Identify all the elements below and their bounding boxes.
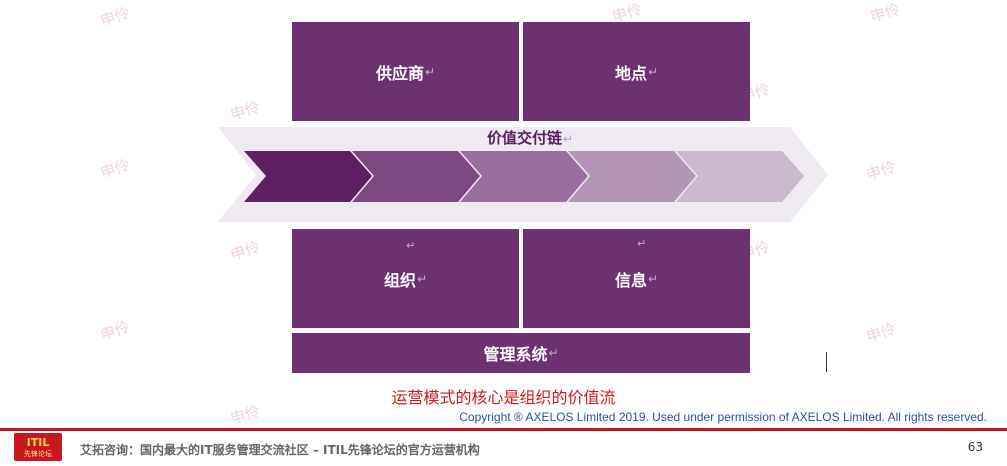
- value-chain-chevron-2: [352, 151, 480, 202]
- value-chain-chevron-4: [568, 151, 696, 202]
- copyright-notice: Copyright ® AXELOS Limited 2019. Used un…: [459, 410, 987, 424]
- box-management-system-label: 管理系统: [483, 345, 548, 364]
- logo-subtext: 先锋论坛: [24, 449, 52, 458]
- page-number: 63: [967, 440, 983, 454]
- box-location-label: 地点: [614, 63, 647, 83]
- box-organization: ↵ 组织↵: [292, 229, 519, 328]
- box-information: ↵ 信息↵: [523, 229, 750, 328]
- value-chain-chevron-5: [676, 151, 804, 202]
- box-supplier: 供应商↵: [292, 22, 519, 121]
- box-location: 地点↵: [523, 22, 750, 121]
- itil-logo: ITIL 先锋论坛: [14, 433, 62, 461]
- paragraph-mark: ↵: [637, 237, 647, 250]
- box-information-label: 信息: [614, 270, 647, 290]
- logo-text: ITIL: [26, 435, 50, 449]
- footer-divider: [0, 428, 1007, 431]
- value-chain-label: 价值交付链↵: [470, 127, 590, 148]
- paragraph-mark: ↵: [424, 64, 436, 79]
- paragraph-mark: ↵: [647, 271, 659, 286]
- text-cursor: [826, 352, 827, 372]
- value-chain-chevron-3: [460, 151, 588, 202]
- paragraph-mark: ↵: [562, 132, 574, 146]
- paragraph-mark: ↵: [548, 346, 559, 360]
- paragraph-mark: ↵: [647, 64, 659, 79]
- box-supplier-label: 供应商: [375, 63, 424, 83]
- caption: 运营模式的核心是组织的价值流: [391, 388, 616, 407]
- box-organization-label: 组织: [383, 270, 416, 290]
- box-management-system: 管理系统↵: [292, 333, 750, 373]
- value-chain-chevron-1: [244, 151, 372, 202]
- paragraph-mark: ↵: [406, 239, 416, 252]
- footer-text: 艾拓咨询：国内最大的IT服务管理交流社区 – ITIL先锋论坛的官方运营机构: [80, 443, 480, 457]
- paragraph-mark: ↵: [416, 271, 428, 286]
- value-chain-label-text: 价值交付链: [486, 129, 562, 147]
